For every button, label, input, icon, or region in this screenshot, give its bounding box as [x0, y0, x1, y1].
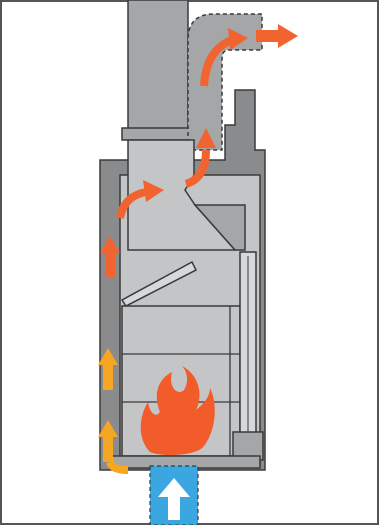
warm-air-arrow-icon	[98, 420, 118, 462]
smoke-hood	[127, 139, 237, 251]
hot-air-arrow-icon	[116, 188, 147, 219]
warm-air-arrow-icon	[98, 348, 118, 390]
hot-air-arrow-icon	[256, 24, 298, 48]
hot-air-arrow-icon	[184, 149, 210, 188]
flame-icon	[140, 366, 215, 455]
convection-duct	[187, 13, 263, 151]
fresh-air-arrow-icon	[158, 478, 190, 520]
flue-collar	[121, 127, 195, 141]
baffle-plate	[120, 260, 198, 307]
hot-air-arrow-icon	[228, 28, 248, 50]
hot-air-arrow-icon	[100, 236, 120, 278]
upper-right-chamber	[193, 204, 246, 251]
warm-air-arrow-icon	[106, 460, 129, 474]
hot-air-arrow-icon	[143, 180, 164, 202]
hot-air-arrow-icon	[200, 36, 234, 87]
hot-air-arrow-icon	[196, 128, 216, 148]
flue-pipe	[127, 0, 189, 133]
